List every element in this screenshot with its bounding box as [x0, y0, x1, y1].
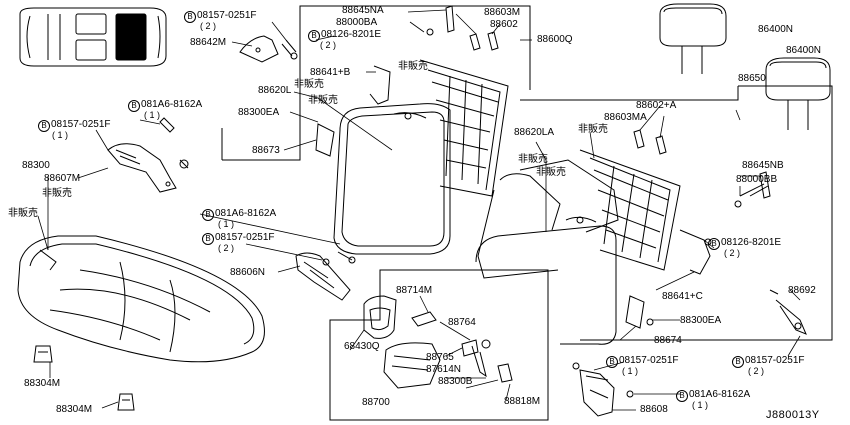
label-88674: 88674 [654, 335, 682, 346]
car-locator-icon [19, 7, 167, 67]
label-08126-8201E-b-qty: ( 2 ) [724, 248, 741, 258]
label-88818M: 88818M [504, 396, 541, 407]
bolt-symbol: B [308, 30, 320, 42]
label-88650: 88650 [738, 73, 766, 84]
label-081A6-8162A-a-qty: ( 1 ) [144, 110, 161, 120]
label-08157-0251F-c-qty: ( 2 ) [218, 243, 235, 253]
label-88000BB: 88000BB [736, 174, 778, 185]
label-88645NB: 88645NB [742, 160, 784, 171]
bracket-88642M [239, 35, 298, 63]
label-08157-0251F-e-qty: ( 2 ) [748, 366, 765, 376]
label-08157-0251F-d-qty: ( 1 ) [622, 366, 639, 376]
label-88300B: 88300B [438, 376, 473, 387]
label-88300EA-a: 88300EA [238, 107, 280, 118]
label-68430Q: 68430Q [344, 341, 380, 352]
label-88765: 88765 [426, 352, 454, 363]
headrest-upper [659, 3, 727, 74]
bolt-symbol: B [606, 356, 618, 368]
armrest-box [329, 269, 549, 421]
seatback-right-box [520, 85, 833, 341]
label-08126-8201E-a-qty: ( 2 ) [320, 40, 337, 50]
right-seatback-drawing [475, 149, 681, 345]
bolt-symbol: B [202, 233, 214, 245]
bolt-symbol: B [202, 209, 214, 221]
bolt-081A6-8162A-a [159, 117, 189, 169]
label-88642M: 88642M [190, 37, 227, 48]
label-88304M-b: 88304M [56, 404, 93, 415]
label-not-for-sale-a: 非販売 [398, 61, 428, 72]
label-not-for-sale-h: 非販売 [536, 167, 566, 178]
label-08157-0251F-b-qty: ( 1 ) [52, 130, 69, 140]
label-88692: 88692 [788, 285, 816, 296]
label-88602A: 88602+A [636, 100, 677, 111]
label-86400N-b: 86400N [786, 45, 822, 56]
label-86400N-a: 86400N [758, 24, 794, 35]
label-88607M: 88607M [44, 173, 81, 184]
label-88764: 88764 [448, 317, 476, 328]
label-081A6-8162A-c-qty: ( 1 ) [692, 400, 709, 410]
label-88304M-a: 88304M [24, 378, 61, 389]
label-88300EA-b: 88300EA [680, 315, 722, 326]
label-not-for-sale-d: 非販売 [42, 188, 72, 199]
bolt-symbol: B [184, 11, 196, 23]
bolt-symbol: B [732, 356, 744, 368]
label-88603MA: 88603MA [604, 112, 647, 123]
label-88300: 88300 [22, 160, 50, 171]
label-88602: 88602 [490, 19, 518, 30]
label-not-for-sale-e: 非販売 [8, 208, 38, 219]
label-88641C: 88641+C [662, 291, 703, 302]
label-88608: 88608 [640, 404, 668, 415]
label-not-for-sale-g: 非販売 [518, 154, 548, 165]
right-small-parts [572, 183, 807, 417]
label-88645NA: 88645NA [342, 5, 384, 16]
label-87614N: 87614N [426, 364, 462, 375]
bolt-symbol: B [676, 390, 688, 402]
label-88620L: 88620L [258, 85, 292, 96]
bolt-symbol: B [128, 100, 140, 112]
seatback-left-box [221, 5, 531, 161]
label-not-for-sale-c: 非販売 [308, 95, 338, 106]
label-08157-0251F-a-qty: ( 2 ) [200, 21, 217, 31]
left-seatback-drawing [333, 59, 509, 255]
label-88000BA: 88000BA [336, 17, 378, 28]
label-not-for-sale-f: 非販売 [578, 124, 608, 135]
diagram-code: J880013Y [766, 409, 820, 421]
label-88641B: 88641+B [310, 67, 351, 78]
clip-88304M-a [33, 345, 53, 363]
left-small-parts [315, 5, 771, 199]
label-88606N: 88606N [230, 267, 266, 278]
label-88600Q: 88600Q [537, 34, 573, 45]
label-88714M: 88714M [396, 285, 433, 296]
seat-cushion-drawing [17, 235, 265, 363]
label-88603M: 88603M [484, 7, 521, 18]
bolt-symbol: B [708, 238, 720, 250]
label-88700: 88700 [362, 397, 390, 408]
label-not-for-sale-b: 非販売 [294, 79, 324, 90]
label-88673: 88673 [252, 145, 280, 156]
label-081A6-8162A-b-qty: ( 1 ) [218, 219, 235, 229]
leader-lines [37, 9, 801, 411]
bracket-88607M [107, 143, 177, 193]
bolt-symbol: B [38, 120, 50, 132]
clip-88304M-b [117, 393, 135, 411]
armrest-parts [363, 295, 513, 389]
label-88620LA: 88620LA [514, 127, 555, 138]
headrest-lower [765, 57, 831, 130]
bracket-88606N [295, 251, 356, 301]
